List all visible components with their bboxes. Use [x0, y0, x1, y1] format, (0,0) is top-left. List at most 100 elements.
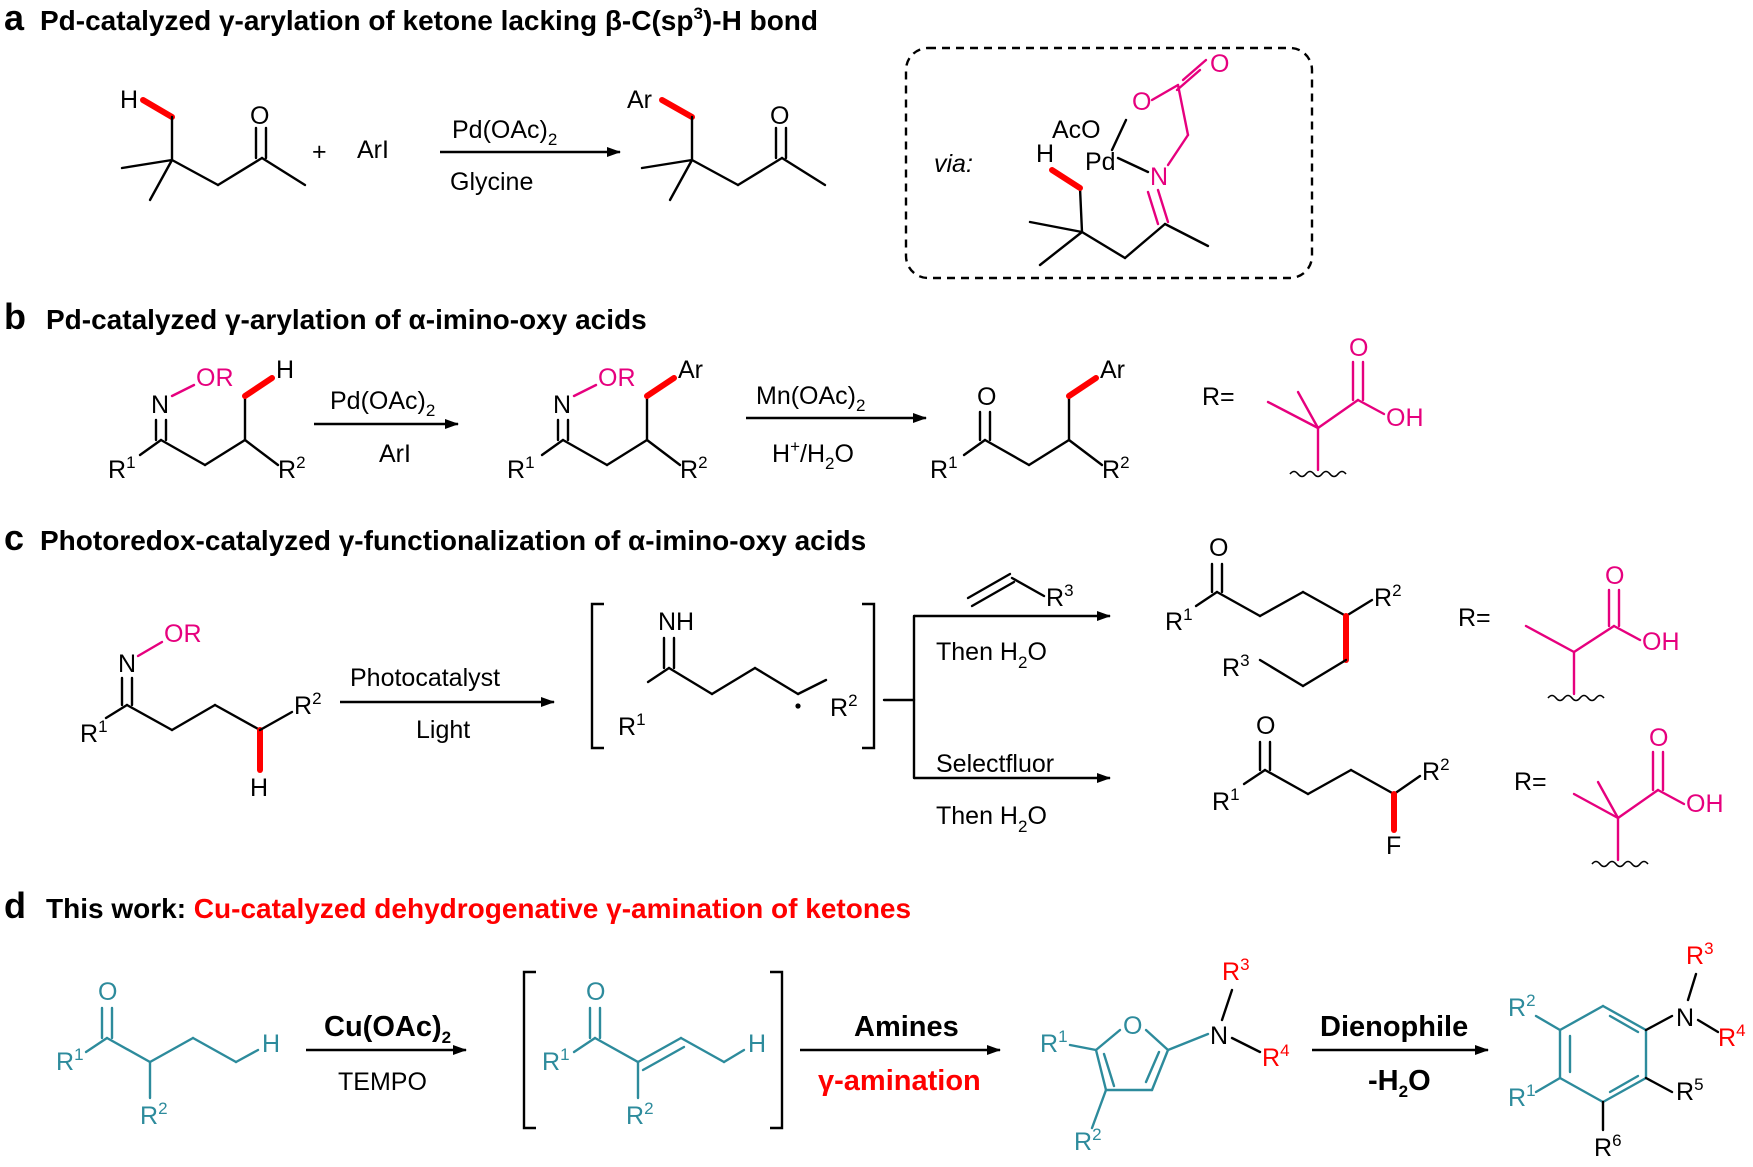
gamma-ch-bond — [140, 97, 175, 120]
atom-o-teal: O — [1123, 1012, 1142, 1040]
atom-o-teal: O — [98, 978, 117, 1006]
atom-r1: R1 — [1212, 785, 1240, 816]
atom-or-pink: OR — [164, 620, 202, 648]
panel-c-radical-intermediate: NH R1 R2 — [590, 602, 876, 750]
panel-c-label: c — [4, 517, 24, 558]
atom-r3-red: R3 — [1222, 955, 1250, 986]
attachment-wavy-bond — [1289, 470, 1347, 478]
atom-r2: R2 — [294, 689, 322, 720]
atom-o-teal: O — [586, 978, 605, 1006]
atom-r1-teal: R1 — [56, 1045, 84, 1076]
cond-d3-bottom: -H2O — [1368, 1065, 1431, 1101]
panel-c-substrate: N OR R1 H R2 — [80, 620, 322, 802]
panel-c-upper-product: O R1 R2 R3 — [1165, 534, 1402, 688]
cond-d1-top: Cu(OAc)2 — [324, 1011, 451, 1047]
cond-c-upper-bottom: Then H2O — [936, 638, 1047, 672]
panel-a-ketone-substrate: H O — [120, 86, 307, 202]
bracket-right — [770, 970, 784, 1130]
panel-a-via-intermediate: via: AcO Pd O O N H — [904, 46, 1314, 280]
cond-c-lower-bottom: Then H2O — [936, 802, 1047, 836]
auxiliary-group-b: O OH — [1266, 334, 1424, 478]
attachment-wavy-bond — [1547, 694, 1605, 702]
panel-c-title: Photoredox-catalyzed γ-functionalization… — [40, 525, 866, 556]
atom-f: F — [1386, 832, 1401, 860]
aco-label: AcO — [1052, 116, 1101, 144]
atom-nh: NH — [658, 608, 694, 636]
panel-d-aniline-product: R2 R1 R6 R5 N R3 R4 — [1508, 939, 1746, 1162]
bracket-left — [522, 970, 536, 1130]
panel-d: d This work: Cu-catalyzed dehydrogenativ… — [4, 885, 1746, 1162]
auxiliary-group-c-upper: O OH — [1524, 562, 1680, 702]
panel-a-label: a — [4, 0, 25, 38]
panel-b-substrate: N OR R1 H R2 — [108, 356, 306, 484]
atom-h: H — [120, 86, 138, 114]
pd-label: Pd — [1085, 148, 1116, 176]
panel-d-aminofuran: O R1 R2 N R3 R4 — [1040, 955, 1290, 1156]
atom-o: O — [770, 102, 789, 130]
atom-r1: R1 — [930, 453, 958, 484]
atom-r2: R2 — [1422, 755, 1450, 786]
panel-b-title: Pd-catalyzed γ-arylation of α-imino-oxy … — [46, 304, 647, 335]
atom-o-pink: O — [1349, 334, 1368, 362]
attachment-wavy-bond — [1591, 860, 1649, 868]
atom-oh-pink: OH — [1386, 404, 1424, 432]
cond-d1-bottom: TEMPO — [338, 1068, 427, 1096]
atom-r1-teal: R1 — [1508, 1081, 1536, 1112]
r-equals-label: R= — [1514, 768, 1547, 796]
atom-ar: Ar — [627, 86, 652, 114]
panel-c: c Photoredox-catalyzed γ-functionalizati… — [4, 517, 1724, 868]
atom-o: O — [977, 383, 996, 411]
panel-b: b Pd-catalyzed γ-arylation of α-imino-ox… — [4, 296, 1424, 484]
atom-n: N — [553, 391, 571, 419]
cond-b1-bottom: ArI — [379, 440, 411, 468]
atom-r2: R2 — [1374, 581, 1402, 612]
atom-o: O — [250, 102, 269, 130]
cond-c-top: Photocatalyst — [350, 664, 500, 692]
atom-r2: R2 — [680, 453, 708, 484]
atom-h: H — [1036, 140, 1054, 168]
reagent-aryl-iodide: ArI — [357, 136, 389, 164]
cond-c-bottom: Light — [416, 716, 470, 744]
r-equals-label: R= — [1202, 383, 1235, 411]
atom-r2-teal: R2 — [626, 1099, 654, 1130]
atom-ar: Ar — [1100, 356, 1125, 384]
atom-n: N — [118, 650, 136, 678]
dashed-box — [904, 46, 1314, 280]
atom-o-pink: O — [1210, 50, 1229, 78]
atom-oh-pink: OH — [1686, 790, 1724, 818]
cond-d3-top: Dienophile — [1320, 1011, 1468, 1043]
panel-b-intermediate: N OR R1 Ar R2 — [507, 356, 708, 484]
atom-n: N — [1676, 1004, 1694, 1032]
atom-o-pink: O — [1649, 724, 1668, 752]
atom-r2: R2 — [278, 453, 306, 484]
auxiliary-group-c-lower: O OH — [1572, 724, 1724, 868]
atom-r1: R1 — [1165, 605, 1193, 636]
panel-d-label: d — [4, 885, 26, 926]
cond-a-top: Pd(OAc)2 — [452, 116, 557, 149]
atom-r6: R6 — [1594, 1131, 1622, 1162]
atom-o: O — [1256, 712, 1275, 740]
alkene-reagent: R3 — [966, 572, 1074, 612]
cond-b2-top: Mn(OAc)2 — [756, 382, 865, 415]
atom-or-pink: OR — [598, 364, 636, 392]
plus-sign: + — [312, 138, 327, 166]
atom-h-teal: H — [262, 1030, 280, 1058]
panel-a-title: Pd-catalyzed γ-arylation of ketone lacki… — [40, 4, 818, 36]
atom-r4-red: R4 — [1718, 1021, 1746, 1052]
radical-dot — [795, 703, 801, 709]
cond-a-bottom: Glycine — [450, 168, 533, 196]
atom-r5: R5 — [1676, 1075, 1704, 1106]
panel-d-title: This work: Cu-catalyzed dehydrogenative … — [46, 893, 911, 924]
r-equals-label: R= — [1458, 604, 1491, 632]
atom-o-pink: O — [1605, 562, 1624, 590]
panel-b-product: O R1 Ar R2 — [930, 356, 1130, 484]
atom-r2-teal: R2 — [1508, 991, 1536, 1022]
panel-a-arylated-product: Ar O — [627, 86, 827, 202]
panel-b-label: b — [4, 296, 26, 337]
via-label: via: — [934, 150, 973, 178]
atom-ar: Ar — [678, 356, 703, 384]
panel-d-enone-intermediate: O R1 R2 H — [522, 970, 784, 1130]
atom-r1: R1 — [507, 453, 535, 484]
panel-a: a Pd-catalyzed γ-arylation of ketone lac… — [4, 0, 1314, 280]
